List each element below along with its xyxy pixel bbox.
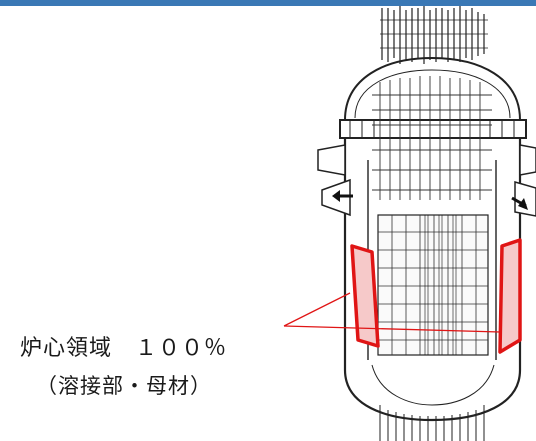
leader-line-upper [283,292,351,327]
control-rod-drive-nozzles [380,6,488,64]
top-accent-band [0,0,536,6]
highlight-core-region-right [498,238,522,354]
bottom-instrumentation [379,405,485,441]
weld-and-base-metal-label: （溶接部・母材） [36,374,212,398]
highlight-core-region-left [350,244,380,348]
reactor-core [377,214,489,356]
upper-internals [372,76,492,200]
vessel-flange [339,119,527,139]
core-region-callout: 炉心領域 １００％ （溶接部・母材） [20,330,280,400]
vessel-shell [343,138,522,422]
core-region-label: 炉心領域 １００％ [20,336,228,361]
right-nozzle [511,144,536,217]
upper-head-dome [344,56,521,121]
leader-line-lower [283,325,501,333]
left-nozzle [317,144,353,217]
